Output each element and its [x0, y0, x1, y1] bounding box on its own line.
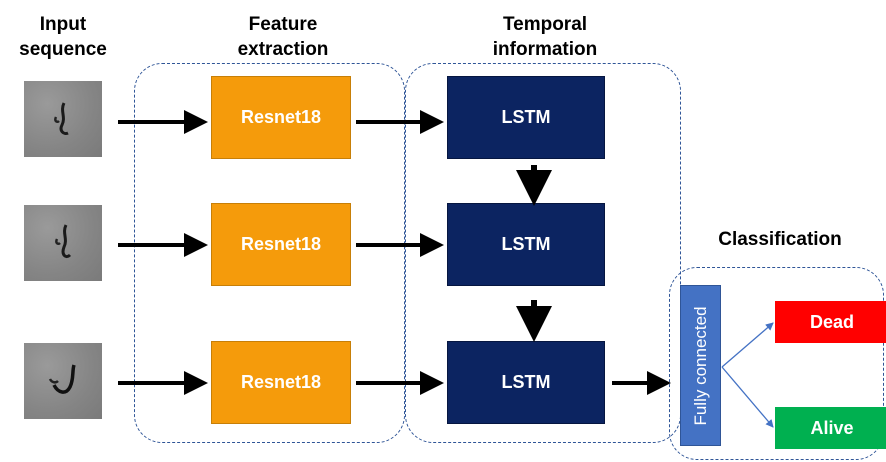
input-frame-1-image	[24, 81, 102, 157]
arrow-fc-to-alive	[721, 366, 774, 428]
lstm-block-2: LSTM	[447, 203, 605, 286]
resnet18-block-2: Resnet18	[211, 203, 351, 286]
temporal-information-group	[405, 63, 681, 443]
feature-extraction-group	[134, 63, 405, 443]
resnet18-block-3: Resnet18	[211, 341, 351, 424]
input-frame-2-image	[24, 205, 102, 281]
resnet18-block-1: Resnet18	[211, 76, 351, 159]
header-feature-extraction: Feature extraction	[237, 14, 329, 60]
input-frame-3-image	[24, 343, 102, 419]
header-input-sequence: Input sequence	[19, 14, 107, 60]
output-dead: Dead	[775, 301, 886, 343]
header-temporal-information: Temporal information	[492, 14, 598, 60]
arrow-fc-to-dead	[721, 322, 774, 368]
header-classification: Classification	[718, 229, 842, 250]
lstm-block-3: LSTM	[447, 341, 605, 424]
classification-group	[669, 267, 884, 460]
fully-connected-layer: Fully connected	[680, 285, 721, 446]
lstm-block-1: LSTM	[447, 76, 605, 159]
output-alive: Alive	[775, 407, 886, 449]
